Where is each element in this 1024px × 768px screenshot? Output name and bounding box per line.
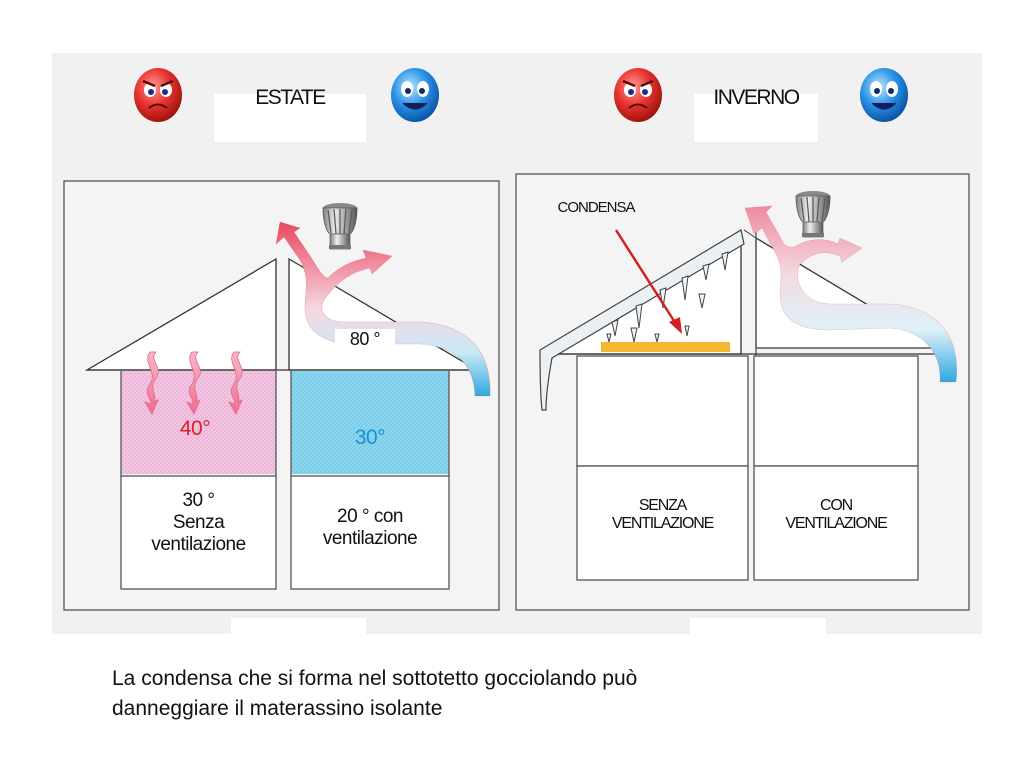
winter-airflow-arrow xyxy=(744,205,958,383)
happy-face-icon xyxy=(860,68,908,122)
winter-room-right-line1: CON xyxy=(820,497,853,514)
summer-title: ESTATE xyxy=(255,86,326,109)
caption-line2: danneggiare il materassino isolante xyxy=(112,697,443,720)
summer-attic-temp-no-vent: 40° xyxy=(179,417,211,440)
condensation-drips xyxy=(606,251,729,343)
winter-room-left-label: SENZA VENTILAZIONE xyxy=(577,497,748,534)
angry-face-icon xyxy=(614,68,662,122)
happy-face-icon xyxy=(391,68,439,122)
caption: La condensa che si forma nel sottotetto … xyxy=(112,664,637,724)
summer-room-right-label: 20 ° con ventilazione xyxy=(291,506,449,550)
summer-attic-temp-vent: 30° xyxy=(354,426,386,449)
heat-wave-icons xyxy=(144,351,243,415)
summer-room-left-line1: Senza xyxy=(172,511,225,533)
winter-room-left-line2: VENTILAZIONE xyxy=(611,515,714,533)
winter-room-right-label: CON VENTILAZIONE xyxy=(754,497,918,534)
winter-room-left-line1: SENZA xyxy=(638,497,688,514)
summer-room-right-line1: 20 ° con xyxy=(337,506,403,527)
condensation-pointer-arrow xyxy=(614,229,682,334)
winter-house xyxy=(515,173,970,611)
summer-room-left-line2: ventilazione xyxy=(151,533,246,555)
caption-line1: La condensa che si forma nel sottotetto … xyxy=(112,667,638,690)
summer-room-right-line2: ventilazione xyxy=(322,527,418,549)
insulation-layer xyxy=(601,342,730,352)
condensa-label: CONDENSA xyxy=(557,199,635,216)
winter-title: INVERNO xyxy=(713,86,800,109)
summer-room-left-label: 30 ° Senza ventilazione xyxy=(121,490,276,556)
summer-room-left-temp: 30 ° xyxy=(182,490,215,511)
summer-flow-temp: 80 ° xyxy=(335,329,395,353)
winter-room-right-line2: VENTILAZIONE xyxy=(785,515,887,533)
angry-face-icon xyxy=(134,68,182,122)
summer-house xyxy=(63,180,500,611)
summer-airflow-arrow xyxy=(275,221,491,397)
